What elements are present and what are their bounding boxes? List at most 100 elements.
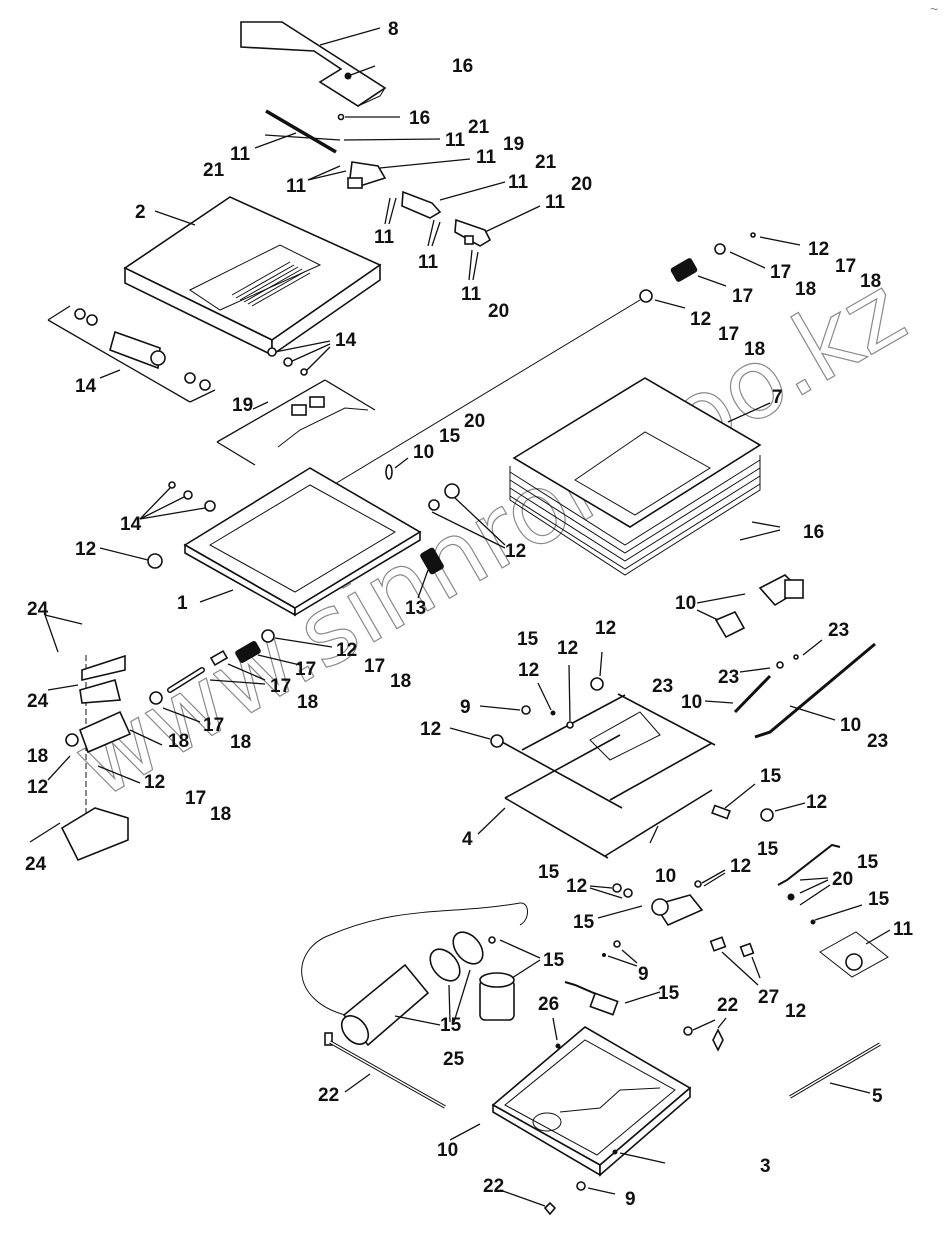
callout: 16 bbox=[803, 522, 824, 543]
callout: 22 bbox=[483, 1176, 504, 1197]
part-2-upper-frame bbox=[123, 196, 382, 357]
callout: 17 bbox=[364, 656, 385, 677]
callout: 25 bbox=[443, 1049, 465, 1070]
callout: 10 bbox=[437, 1140, 458, 1161]
callout: 14 bbox=[120, 514, 142, 535]
part-14-damper bbox=[47, 305, 216, 403]
part-27-switch bbox=[564, 981, 619, 1016]
callout: 17 bbox=[185, 788, 206, 809]
part-15-clamp-kit bbox=[819, 931, 889, 978]
callout: 18 bbox=[795, 279, 816, 300]
callout: 2 bbox=[135, 202, 146, 223]
hinge-part-11-c bbox=[454, 218, 492, 247]
callout: 5 bbox=[872, 1086, 883, 1107]
callout: 10 bbox=[681, 692, 702, 713]
part-15-cylinder bbox=[651, 894, 704, 927]
callout: 24 bbox=[25, 854, 47, 875]
callout: 12 bbox=[144, 772, 165, 793]
callout: 16 bbox=[409, 108, 430, 129]
part-19-lever-kit bbox=[216, 379, 376, 466]
part-7-bellows bbox=[509, 377, 762, 576]
callout: 15 bbox=[517, 629, 539, 650]
part-25-air-tank bbox=[301, 902, 528, 1047]
callout: 23 bbox=[828, 620, 849, 641]
part-3-base-plate bbox=[491, 1026, 692, 1177]
callout: 22 bbox=[318, 1085, 339, 1106]
callout: 19 bbox=[232, 395, 253, 416]
callout: 15 bbox=[439, 426, 461, 447]
callout: 11 bbox=[286, 176, 307, 197]
callout: 15 bbox=[573, 912, 595, 933]
callout: 12 bbox=[785, 1001, 806, 1022]
callout: 20 bbox=[464, 411, 485, 432]
callout: 17 bbox=[770, 262, 791, 283]
callout: 13 bbox=[405, 598, 426, 619]
callout: 1 bbox=[177, 593, 188, 614]
callout: 15 bbox=[543, 950, 565, 971]
callout: 12 bbox=[808, 239, 829, 260]
callout: 12 bbox=[806, 792, 827, 813]
callout: 15 bbox=[538, 862, 560, 883]
callout: 17 bbox=[835, 256, 856, 277]
callout: 15 bbox=[760, 766, 782, 787]
callout: 12 bbox=[27, 777, 48, 798]
callout: 12 bbox=[518, 660, 539, 681]
part-1-base-frame bbox=[183, 467, 422, 617]
callout: 22 bbox=[717, 995, 738, 1016]
callout: 11 bbox=[545, 192, 566, 213]
callout: 15 bbox=[658, 983, 680, 1004]
callout: 14 bbox=[75, 376, 97, 397]
part-4-scissor-mechanism bbox=[501, 693, 716, 859]
callout: 20 bbox=[488, 301, 509, 322]
callout: 12 bbox=[566, 876, 587, 897]
hinge-part-11-a bbox=[347, 161, 387, 189]
part-24-hinge-assembly bbox=[60, 654, 132, 862]
callout: 9 bbox=[460, 697, 471, 718]
callout: 11 bbox=[445, 130, 466, 151]
callout: 9 bbox=[638, 964, 649, 985]
callout: 17 bbox=[718, 324, 739, 345]
callout: 11 bbox=[508, 172, 529, 193]
callout: 12 bbox=[557, 638, 578, 659]
callout: 15 bbox=[857, 852, 879, 873]
callout: 17 bbox=[203, 715, 224, 736]
part-5-rod bbox=[324, 1032, 446, 1109]
callout: 17 bbox=[732, 286, 753, 307]
callout: 17 bbox=[270, 676, 291, 697]
callout: 4 bbox=[462, 829, 473, 850]
callout: 18 bbox=[27, 746, 48, 767]
callout: 15 bbox=[868, 889, 890, 910]
callout: 12 bbox=[595, 618, 616, 639]
callout: 11 bbox=[893, 919, 914, 940]
callout: 10 bbox=[840, 715, 861, 736]
callout: 23 bbox=[652, 676, 673, 697]
callout: 16 bbox=[452, 56, 473, 77]
callout: 11 bbox=[461, 284, 482, 305]
callout: 9 bbox=[625, 1189, 636, 1210]
corner-mark: ~ bbox=[930, 1, 938, 17]
callout: 11 bbox=[476, 147, 497, 168]
callout: 12 bbox=[690, 309, 711, 330]
callout: 15 bbox=[440, 1015, 462, 1036]
part-10-valve bbox=[714, 574, 804, 639]
callout: 3 bbox=[760, 1156, 771, 1177]
callout: 10 bbox=[675, 593, 696, 614]
callout: 26 bbox=[538, 994, 559, 1015]
callout: 18 bbox=[168, 731, 189, 752]
callout: 19 bbox=[503, 134, 524, 155]
callout: 20 bbox=[571, 174, 592, 195]
callout: 15 bbox=[757, 839, 779, 860]
callout: 21 bbox=[203, 160, 225, 181]
callout: 20 bbox=[832, 869, 853, 890]
hinge-part-11-b bbox=[401, 190, 442, 219]
callout: 8 bbox=[388, 19, 399, 40]
callout: 23 bbox=[867, 731, 888, 752]
callout: 23 bbox=[718, 667, 739, 688]
callout: 12 bbox=[730, 856, 751, 877]
callout: 18 bbox=[744, 339, 765, 360]
callout: 21 bbox=[535, 152, 557, 173]
callout-labels: 8 16 16 11 21 21 11 11 19 11 21 11 20 11… bbox=[25, 19, 914, 1210]
callout: 18 bbox=[210, 804, 231, 825]
callout: 11 bbox=[374, 227, 395, 248]
